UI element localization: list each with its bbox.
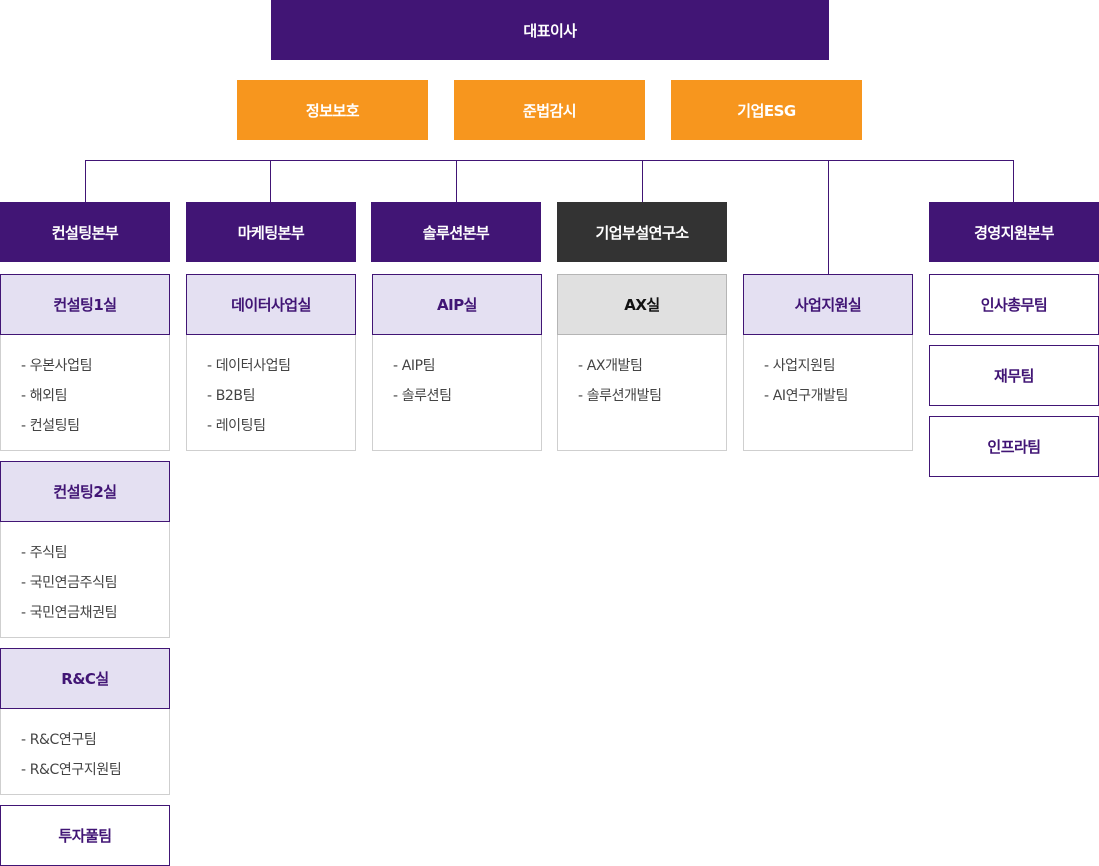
unit-rnc-teams: - R&C연구팀 - R&C연구지원팀	[0, 709, 170, 795]
connector-horizontal	[85, 160, 1014, 161]
unit-consulting1-teams: - 우본사업팀 - 해외팀 - 컨설팅팀	[0, 335, 170, 451]
unit-rnc-name: R&C실	[61, 670, 109, 688]
division-solution: 솔루션본부	[371, 202, 541, 262]
unit-data-business-name: 데이터사업실	[231, 296, 311, 314]
connector-marketing	[270, 160, 271, 202]
unit-hr-general: 인사총무팀	[929, 274, 1099, 335]
ceo-label: 대표이사	[523, 21, 577, 40]
team-item: - R&C연구팀	[21, 732, 97, 748]
staff-privacy-box: 정보보호	[237, 80, 428, 140]
team-item: - 국민연금채권팀	[21, 605, 118, 621]
unit-consulting2-teams: - 주식팀 - 국민연금주식팀 - 국민연금채권팀	[0, 522, 170, 638]
team-item: - R&C연구지원팀	[21, 762, 122, 778]
unit-aip-teams: - AIP팀 - 솔루션팀	[372, 335, 542, 451]
unit-infra-name: 인프라팀	[987, 438, 1041, 456]
division-solution-title: 솔루션본부	[422, 223, 490, 242]
unit-finance: 재무팀	[929, 345, 1099, 406]
staff-esg-label: 기업ESG	[737, 101, 796, 120]
team-item: - 해외팀	[21, 388, 68, 404]
connector-solution	[456, 160, 457, 202]
unit-consulting2: 컨설팅2실	[0, 461, 170, 522]
team-item: - AX개발팀	[578, 358, 643, 374]
unit-finance-name: 재무팀	[994, 367, 1034, 385]
unit-investment-pool: 투자풀팀	[0, 805, 170, 866]
team-item: - 데이터사업팀	[207, 358, 291, 374]
unit-consulting1-name: 컨설팅1실	[53, 296, 117, 314]
connector-management	[1013, 160, 1014, 202]
connector-business-support	[828, 160, 829, 274]
ceo-box: 대표이사	[271, 0, 829, 60]
division-business-support: 사업지원실	[743, 274, 913, 335]
division-management: 경영지원본부	[929, 202, 1099, 262]
unit-aip: AIP실	[372, 274, 542, 335]
division-management-title: 경영지원본부	[974, 223, 1054, 242]
unit-investment-pool-name: 투자풀팀	[58, 827, 112, 845]
unit-consulting1: 컨설팅1실	[0, 274, 170, 335]
unit-consulting2-name: 컨설팅2실	[53, 483, 117, 501]
team-item: - 컨설팅팀	[21, 418, 80, 434]
team-item: - 레이팅팀	[207, 418, 266, 434]
division-marketing-title: 마케팅본부	[237, 223, 305, 242]
staff-compliance-label: 준법감시	[522, 101, 577, 120]
unit-aip-name: AIP실	[437, 296, 477, 314]
unit-ax-name: AX실	[624, 296, 660, 314]
staff-privacy-label: 정보보호	[305, 101, 360, 120]
unit-rnc: R&C실	[0, 648, 170, 709]
division-consulting-title: 컨설팅본부	[51, 223, 119, 242]
team-item: - B2B팀	[207, 388, 256, 404]
division-research: 기업부설연구소	[557, 202, 727, 262]
unit-hr-general-name: 인사총무팀	[980, 296, 1048, 314]
team-item: - 국민연금주식팀	[21, 575, 118, 591]
business-support-teams: - 사업지원팀 - AI연구개발팀	[743, 335, 913, 451]
unit-data-business-teams: - 데이터사업팀 - B2B팀 - 레이팅팀	[186, 335, 356, 451]
team-item: - 주식팀	[21, 545, 68, 561]
division-marketing: 마케팅본부	[186, 202, 356, 262]
team-item: - 솔루션팀	[393, 388, 452, 404]
team-item: - 사업지원팀	[764, 358, 836, 374]
division-business-support-title: 사업지원실	[794, 296, 862, 314]
unit-ax: AX실	[557, 274, 727, 335]
division-research-title: 기업부설연구소	[595, 223, 689, 242]
team-item: - AIP팀	[393, 358, 436, 374]
unit-data-business: 데이터사업실	[186, 274, 356, 335]
team-item: - 우본사업팀	[21, 358, 93, 374]
team-item: - AI연구개발팀	[764, 388, 849, 404]
division-consulting: 컨설팅본부	[0, 202, 170, 262]
connector-consulting	[85, 160, 86, 202]
team-item: - 솔루션개발팀	[578, 388, 662, 404]
staff-compliance-box: 준법감시	[454, 80, 645, 140]
unit-infra: 인프라팀	[929, 416, 1099, 477]
connector-research	[642, 160, 643, 202]
staff-esg-box: 기업ESG	[671, 80, 862, 140]
unit-ax-teams: - AX개발팀 - 솔루션개발팀	[557, 335, 727, 451]
